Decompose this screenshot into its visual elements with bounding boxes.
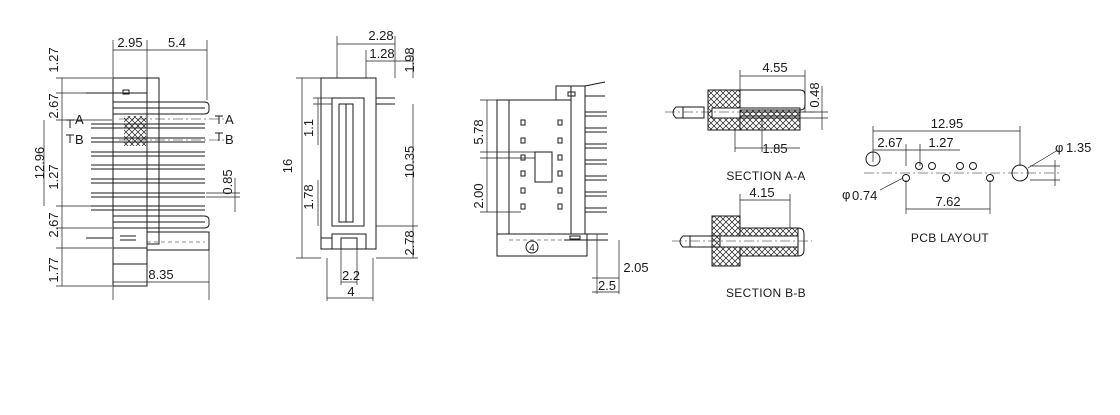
- side-dim-16: 16: [280, 159, 295, 173]
- front-dim-1-27-mid: 1.27: [46, 164, 61, 189]
- front-mark-b-left: B: [75, 132, 84, 147]
- back-circle-marker: 4: [525, 240, 539, 254]
- pcb-dim-1-35: 1.35: [1066, 140, 1091, 155]
- section-a-a: 4.55 0.48 1.85 SECTION A-A: [665, 60, 828, 183]
- side-dim-1-28: 1.28: [369, 46, 394, 61]
- back-left-dimension: 5.78 2.00: [471, 99, 535, 213]
- side-dim-2-78: 2.78: [402, 230, 417, 255]
- section-b-dim-4-15: 4.15: [749, 185, 774, 200]
- front-right-dimension: 0.85: [206, 169, 240, 212]
- front-left-dimension: 1.27 2.67 12.96 1.27 2.67 1.77: [32, 47, 112, 287]
- front-pins: [91, 101, 225, 229]
- side-left-dimension: 16 1.1 1.78: [280, 77, 332, 259]
- side-dim-4: 4: [347, 284, 354, 299]
- front-mark-a-left: A: [75, 112, 84, 127]
- section-b-body: [672, 215, 812, 267]
- back-bottom-dimension: 2.05 2.5: [592, 234, 649, 294]
- front-dim-0-85: 0.85: [220, 169, 235, 194]
- pcb-dim-0-74: 0.74: [852, 188, 877, 203]
- back-dim-2-00: 2.00: [471, 183, 486, 208]
- front-mark-a-right: A: [225, 112, 234, 127]
- side-view: 2.28 1.28 1.98 16 1.1 1.78: [280, 28, 418, 301]
- side-dim-2-2: 2.2: [342, 268, 360, 283]
- section-b-caption: SECTION B-B: [726, 286, 806, 300]
- front-bottom-dimension: 8.35: [112, 250, 210, 300]
- back-dim-5-78: 5.78: [471, 119, 486, 144]
- front-mark-b-right: B: [225, 132, 234, 147]
- section-a-caption: SECTION A-A: [726, 169, 805, 183]
- front-top-dimension: 2.95 5.4: [112, 35, 208, 100]
- side-top-dimension: 2.28 1.28 1.98: [336, 28, 417, 78]
- front-dim-2-67-bottom: 2.67: [46, 212, 61, 237]
- section-b-dimensions: 4.15: [739, 185, 791, 228]
- back-dim-2-5: 2.5: [598, 278, 616, 293]
- back-dim-2-05: 2.05: [623, 260, 648, 275]
- pcb-dim-1-27: 1.27: [928, 135, 953, 150]
- back-pin-sockets: [520, 119, 563, 210]
- side-dim-10-35: 10.35: [402, 146, 417, 179]
- front-housing: [86, 77, 210, 287]
- front-dim-1-27-top: 1.27: [46, 47, 61, 72]
- pcb-holes: [865, 151, 1029, 182]
- pcb-dim-7-62: 7.62: [935, 194, 960, 209]
- section-b-b: 4.15 SECTION B-B: [672, 185, 812, 300]
- section-a-dim-4-55: 4.55: [762, 60, 787, 75]
- pcb-dimensions: 12.95 2.67 1.27 7.62 φ 0.74 φ 1.35: [842, 116, 1091, 214]
- front-dim-8-35: 8.35: [148, 267, 173, 282]
- front-dim-5-4: 5.4: [168, 35, 186, 50]
- side-dim-1-98: 1.98: [402, 47, 417, 72]
- side-dim-2-28: 2.28: [368, 28, 393, 43]
- side-right-dimension: 10.35 2.78: [376, 104, 418, 259]
- pcb-layout: 12.95 2.67 1.27 7.62 φ 0.74 φ 1.35: [842, 116, 1091, 245]
- front-dim-2-95: 2.95: [117, 35, 142, 50]
- side-dim-1-1: 1.1: [301, 119, 316, 137]
- front-dim-1-77: 1.77: [46, 257, 61, 282]
- pcb-phi-small: φ: [842, 187, 850, 202]
- section-a-dimensions: 4.55 0.48 1.85: [734, 60, 828, 156]
- side-dim-1-78: 1.78: [301, 184, 316, 209]
- section-a-dim-0-48: 0.48: [807, 82, 822, 107]
- section-a-dim-1-85: 1.85: [762, 141, 787, 156]
- back-body: [496, 81, 608, 257]
- back-view: 4 5.78 2.00 2.05 2.5: [471, 81, 649, 294]
- front-dim-2-67-top: 2.67: [46, 93, 61, 118]
- back-pins: [585, 111, 607, 213]
- pcb-phi-large: φ: [1055, 140, 1063, 155]
- side-body: [320, 77, 395, 250]
- back-circle-number: 4: [529, 243, 535, 254]
- pcb-caption: PCB LAYOUT: [911, 231, 989, 245]
- front-dim-12-96: 12.96: [32, 147, 47, 180]
- section-a-body: [665, 89, 815, 131]
- front-section-markers: A B A B: [66, 112, 234, 147]
- pcb-dim-2-67: 2.67: [877, 135, 902, 150]
- pcb-dim-12-95: 12.95: [931, 116, 964, 131]
- side-bottom-dimension: 2.2 4: [326, 249, 374, 301]
- front-view: 2.95 5.4 1.27 2.67 12.96 1.27 2.67 1.77 …: [32, 35, 240, 300]
